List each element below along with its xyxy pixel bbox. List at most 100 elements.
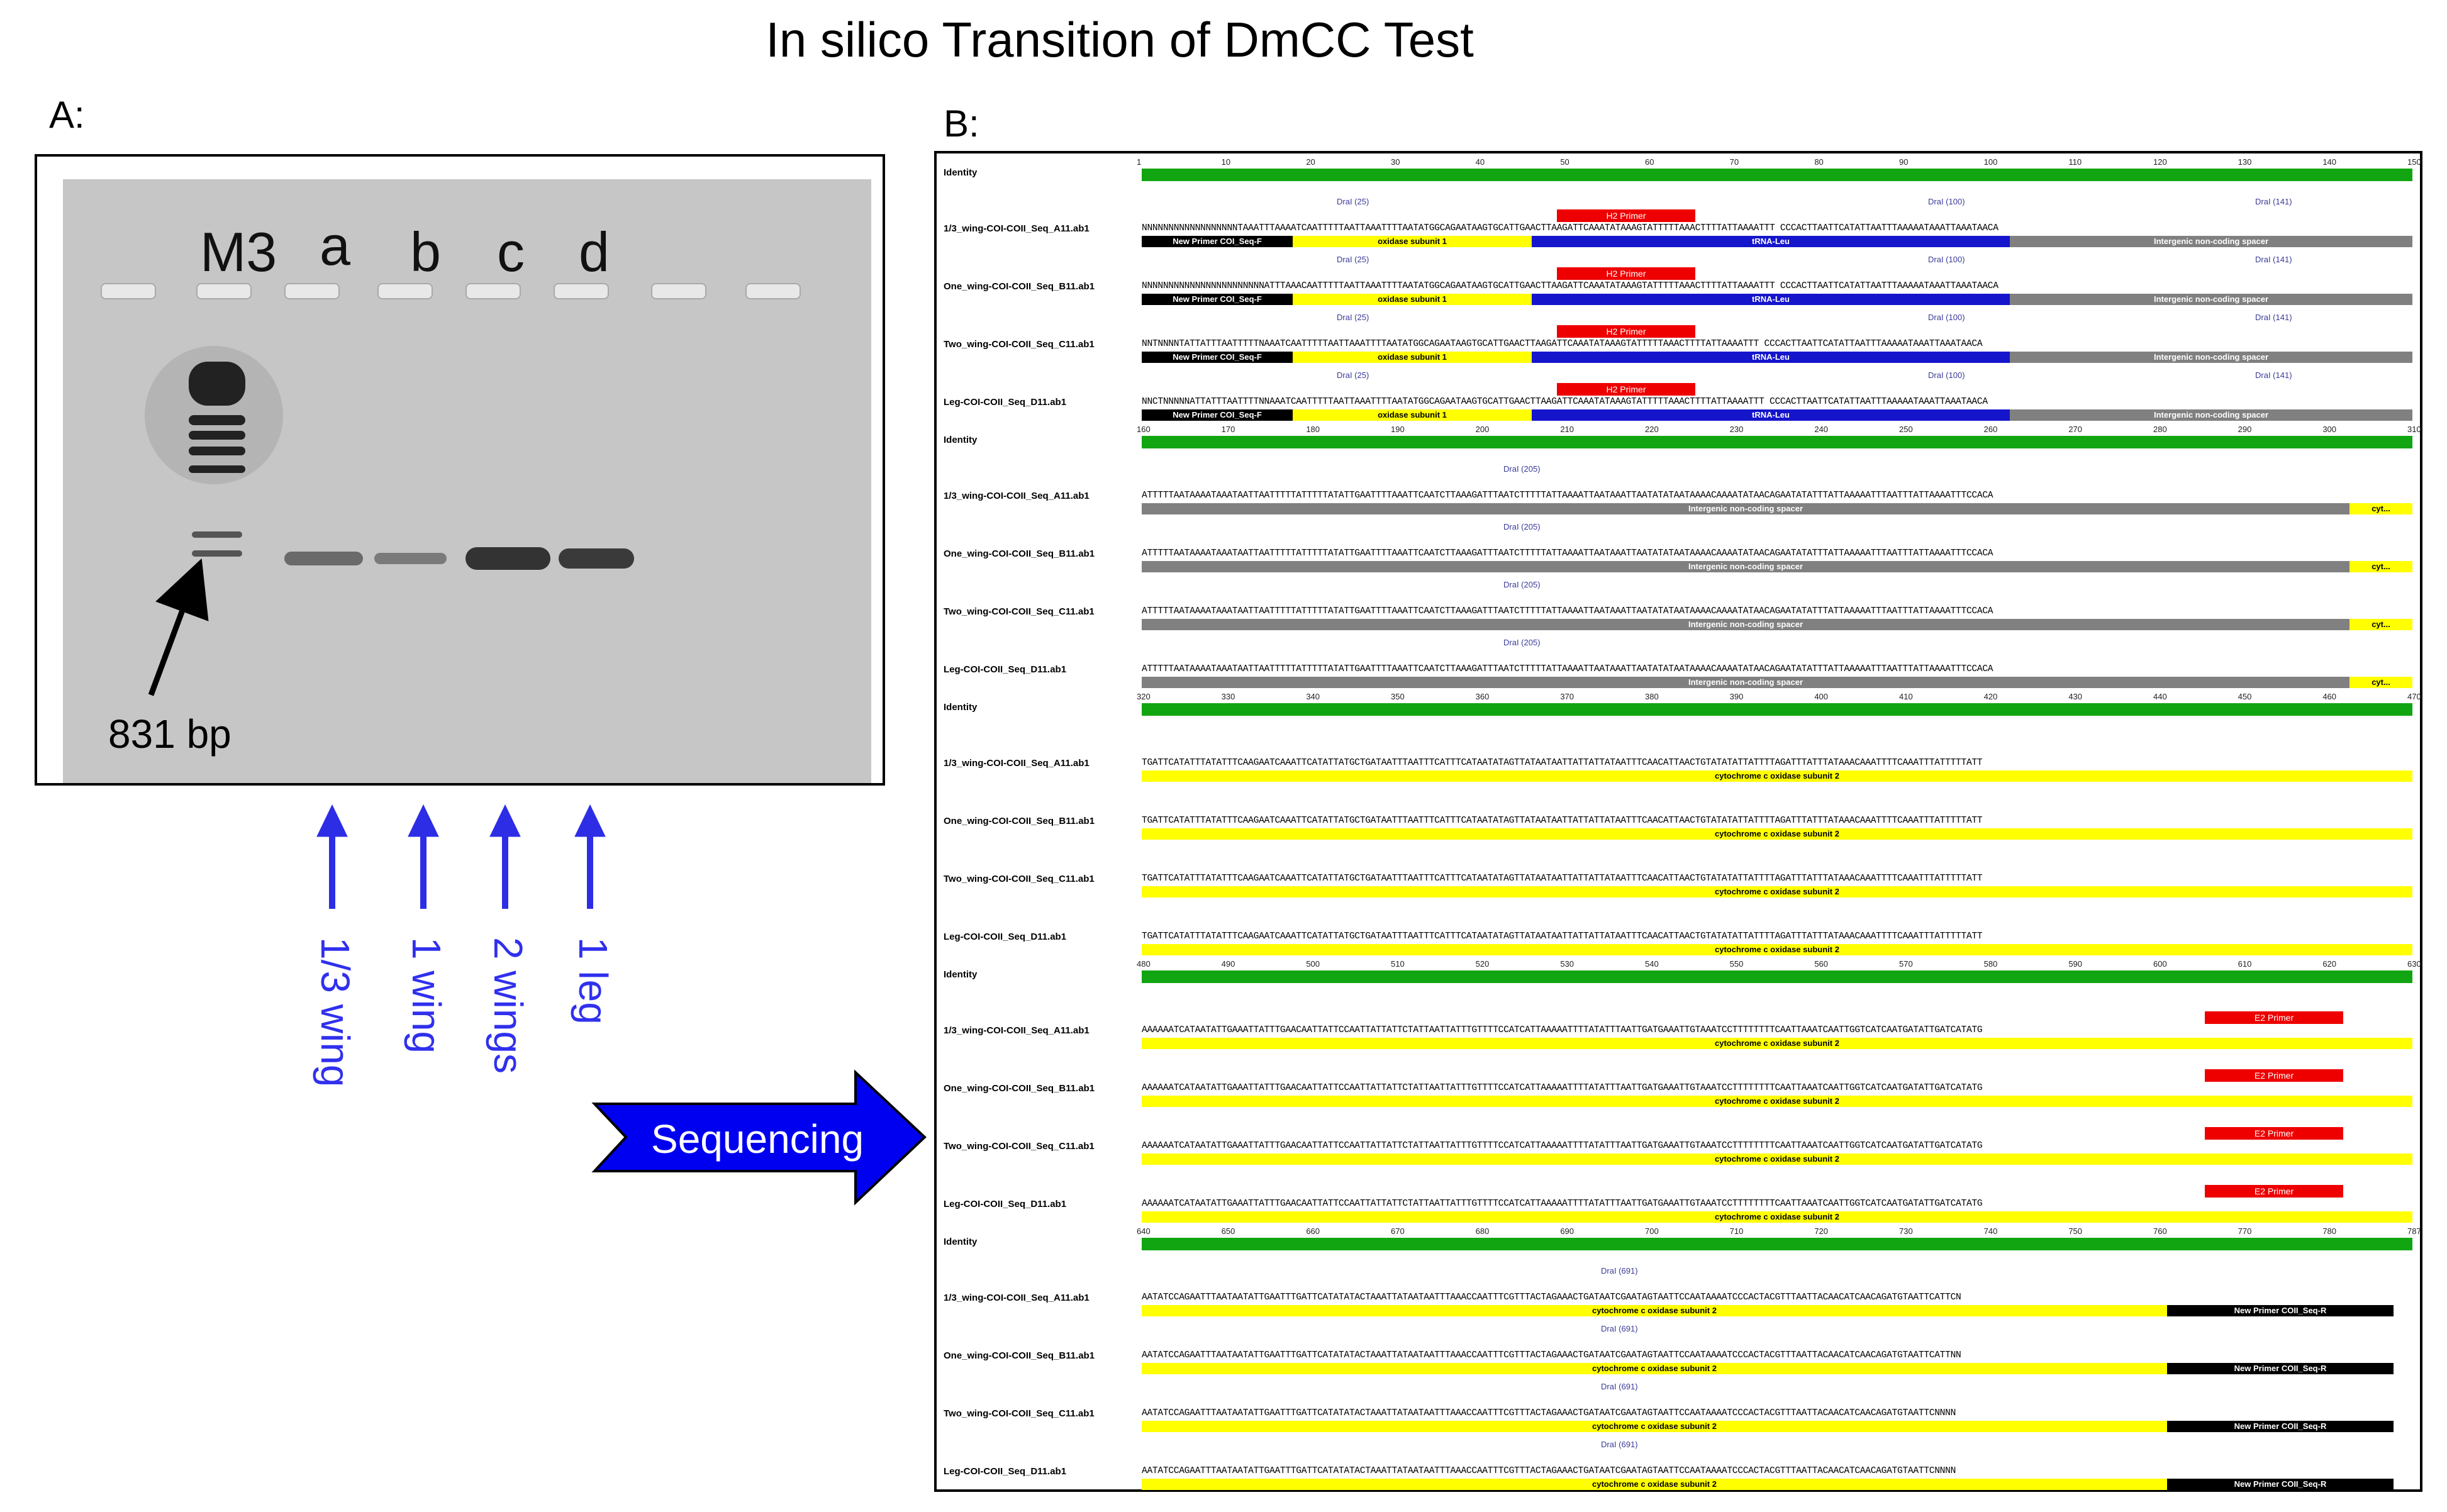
ladder-band <box>189 465 245 473</box>
ruler-tick-label: 350 <box>1391 692 1405 701</box>
restriction-site-label: DraI (25) <box>1337 197 1369 206</box>
marker-pointer-arrow <box>148 558 209 696</box>
e2-primer: E2 Primer <box>2205 1011 2343 1024</box>
ruler-tick-label: 630 <box>2407 959 2421 969</box>
feature-trna-leu: tRNA-Leu <box>1532 236 2010 247</box>
ruler-tick-label: 20 <box>1306 157 1315 167</box>
lane-a-description: 1/3 wing <box>313 937 358 1087</box>
feature-trna-leu: tRNA-Leu <box>1532 409 2010 421</box>
restriction-site-label: DraI (205) <box>1503 580 1541 589</box>
ladder-band <box>189 362 245 406</box>
identity-bar <box>1142 169 2412 181</box>
ruler-tick-label: 660 <box>1306 1226 1320 1236</box>
band-lane-d <box>559 548 634 569</box>
lane-label-d: d <box>579 221 610 283</box>
feature-cox1: oxidase subunit 1 <box>1293 294 1532 305</box>
sequence-read: ATTTTTAATAAAATAAATAATTAATTTTTATTTTTATATT… <box>1142 548 1993 559</box>
page-title: In silico Transition of DmCC Test <box>766 12 1474 67</box>
lane-b-description: 1 wing <box>404 937 449 1053</box>
identity-bar <box>1142 703 2412 716</box>
restriction-site-label: DraI (100) <box>1928 197 1965 206</box>
restriction-site-label: DraI (205) <box>1503 638 1541 647</box>
sample-name: Leg-COI-COII_Seq_D11.ab1 <box>944 1199 1067 1209</box>
feature-cox1: oxidase subunit 1 <box>1293 236 1532 247</box>
sample-name: Two_wing-COI-COII_Seq_C11.ab1 <box>944 1141 1095 1152</box>
restriction-site-label: DraI (205) <box>1503 464 1541 474</box>
ruler-tick-label: 640 <box>1137 1226 1151 1236</box>
feature-cytb: cyt... <box>2349 677 2412 688</box>
lane-b-arrow-head <box>408 804 439 837</box>
ruler-tick-label: 110 <box>2068 157 2082 167</box>
ruler-tick-label: 380 <box>1645 692 1659 701</box>
restriction-site-label: DraI (100) <box>1928 255 1965 264</box>
gel-well <box>651 283 706 299</box>
ruler-tick-label: 320 <box>1137 692 1151 701</box>
ruler-tick-label: 500 <box>1306 959 1320 969</box>
feature-primer-coii-r: New Primer COII_Seq-R <box>2167 1479 2394 1490</box>
sample-name: 1/3_wing-COI-COII_Seq_A11.ab1 <box>944 1292 1090 1303</box>
feature-cox2: cytochrome c oxidase subunit 2 <box>1142 770 2412 782</box>
identity-label: Identity <box>944 702 978 713</box>
restriction-site-label: DraI (691) <box>1601 1382 1638 1391</box>
ruler-tick-label: 210 <box>1560 425 1575 434</box>
sequence-read: AAAAAATCATAATATTGAAATTATTTGAACAATTATTCCA… <box>1142 1025 1983 1035</box>
band-lane-b <box>374 553 447 564</box>
ruler-tick-label: 400 <box>1814 692 1829 701</box>
feature-spacer: Intergenic non-coding spacer <box>2010 409 2412 421</box>
alignment-panel <box>934 151 2422 1492</box>
ruler-tick-label: 330 <box>1221 692 1235 701</box>
lane-label-c: c <box>497 221 525 283</box>
e2-primer: E2 Primer <box>2205 1069 2343 1082</box>
ruler-tick-label: 740 <box>1983 1226 1998 1236</box>
sample-name: 1/3_wing-COI-COII_Seq_A11.ab1 <box>944 758 1090 769</box>
ruler-tick-label: 780 <box>2322 1226 2337 1236</box>
sequence-read: AATATCCAGAATTTAATAATATTGAATTTGATTCATATAT… <box>1142 1292 1961 1303</box>
ruler-tick-label: 440 <box>2153 692 2167 701</box>
ruler-tick-label: 230 <box>1729 425 1744 434</box>
ruler-tick-label: 410 <box>1899 692 1913 701</box>
sample-name: One_wing-COI-COII_Seq_B11.ab1 <box>944 1083 1095 1094</box>
ruler-tick-label: 470 <box>2407 692 2421 701</box>
ruler-tick-label: 200 <box>1475 425 1490 434</box>
ruler-tick-label: 390 <box>1729 692 1744 701</box>
feature-spacer: Intergenic non-coding spacer <box>2010 236 2412 247</box>
feature-cox2: cytochrome c oxidase subunit 2 <box>1142 1421 2167 1432</box>
ruler-tick-label: 370 <box>1560 692 1575 701</box>
sequence-read: NNNNNNNNNNNNNNNNNNNNNNNATTTAAACAATTTTTAA… <box>1142 281 1998 291</box>
feature-spacer: Intergenic non-coding spacer <box>1142 619 2349 630</box>
panel-a-label: A: <box>49 94 85 136</box>
ruler-tick-label: 530 <box>1560 959 1575 969</box>
feature-cox2: cytochrome c oxidase subunit 2 <box>1142 1153 2412 1165</box>
feature-primer-coi-f: New Primer COI_Seq-F <box>1142 294 1293 305</box>
lane-c-description: 2 wings <box>486 937 531 1074</box>
sequence-read: AAAAAATCATAATATTGAAATTATTTGAACAATTATTCCA… <box>1142 1199 1983 1209</box>
sample-name: Two_wing-COI-COII_Seq_C11.ab1 <box>944 1408 1095 1419</box>
ruler-tick-label: 460 <box>2322 692 2337 701</box>
band-lane-a <box>284 552 363 565</box>
ruler-tick-label: 30 <box>1391 157 1400 167</box>
feature-trna-leu: tRNA-Leu <box>1532 352 2010 363</box>
ruler-tick-label: 140 <box>2322 157 2337 167</box>
restriction-site-label: DraI (141) <box>2255 255 2292 264</box>
identity-bar <box>1142 1238 2412 1250</box>
sequence-read: AATATCCAGAATTTAATAATATTGAATTTGATTCATATAT… <box>1142 1466 1956 1476</box>
feature-cox2: cytochrome c oxidase subunit 2 <box>1142 1479 2167 1490</box>
feature-spacer: Intergenic non-coding spacer <box>1142 677 2349 688</box>
ruler-tick-label: 560 <box>1814 959 1829 969</box>
feature-primer-coii-r: New Primer COII_Seq-R <box>2167 1305 2394 1316</box>
ruler-tick-label: 180 <box>1306 425 1320 434</box>
ruler-tick-label: 610 <box>2238 959 2252 969</box>
ruler-tick-label: 310 <box>2407 425 2421 434</box>
restriction-site-label: DraI (25) <box>1337 255 1369 264</box>
ruler-tick-label: 787 <box>2407 1226 2421 1236</box>
feature-cytb: cyt... <box>2349 561 2412 572</box>
ruler-tick-label: 720 <box>1814 1226 1829 1236</box>
ruler-tick-label: 540 <box>1645 959 1659 969</box>
sample-name: Leg-COI-COII_Seq_D11.ab1 <box>944 1466 1067 1477</box>
ruler-tick-label: 620 <box>2322 959 2337 969</box>
identity-label: Identity <box>944 435 978 445</box>
sequence-read: NNCTNNNNNATTATTTAATTTTNNAAATCAATTTTTAATT… <box>1142 397 1988 407</box>
ladder-band <box>192 550 242 557</box>
ruler-tick-label: 360 <box>1475 692 1490 701</box>
